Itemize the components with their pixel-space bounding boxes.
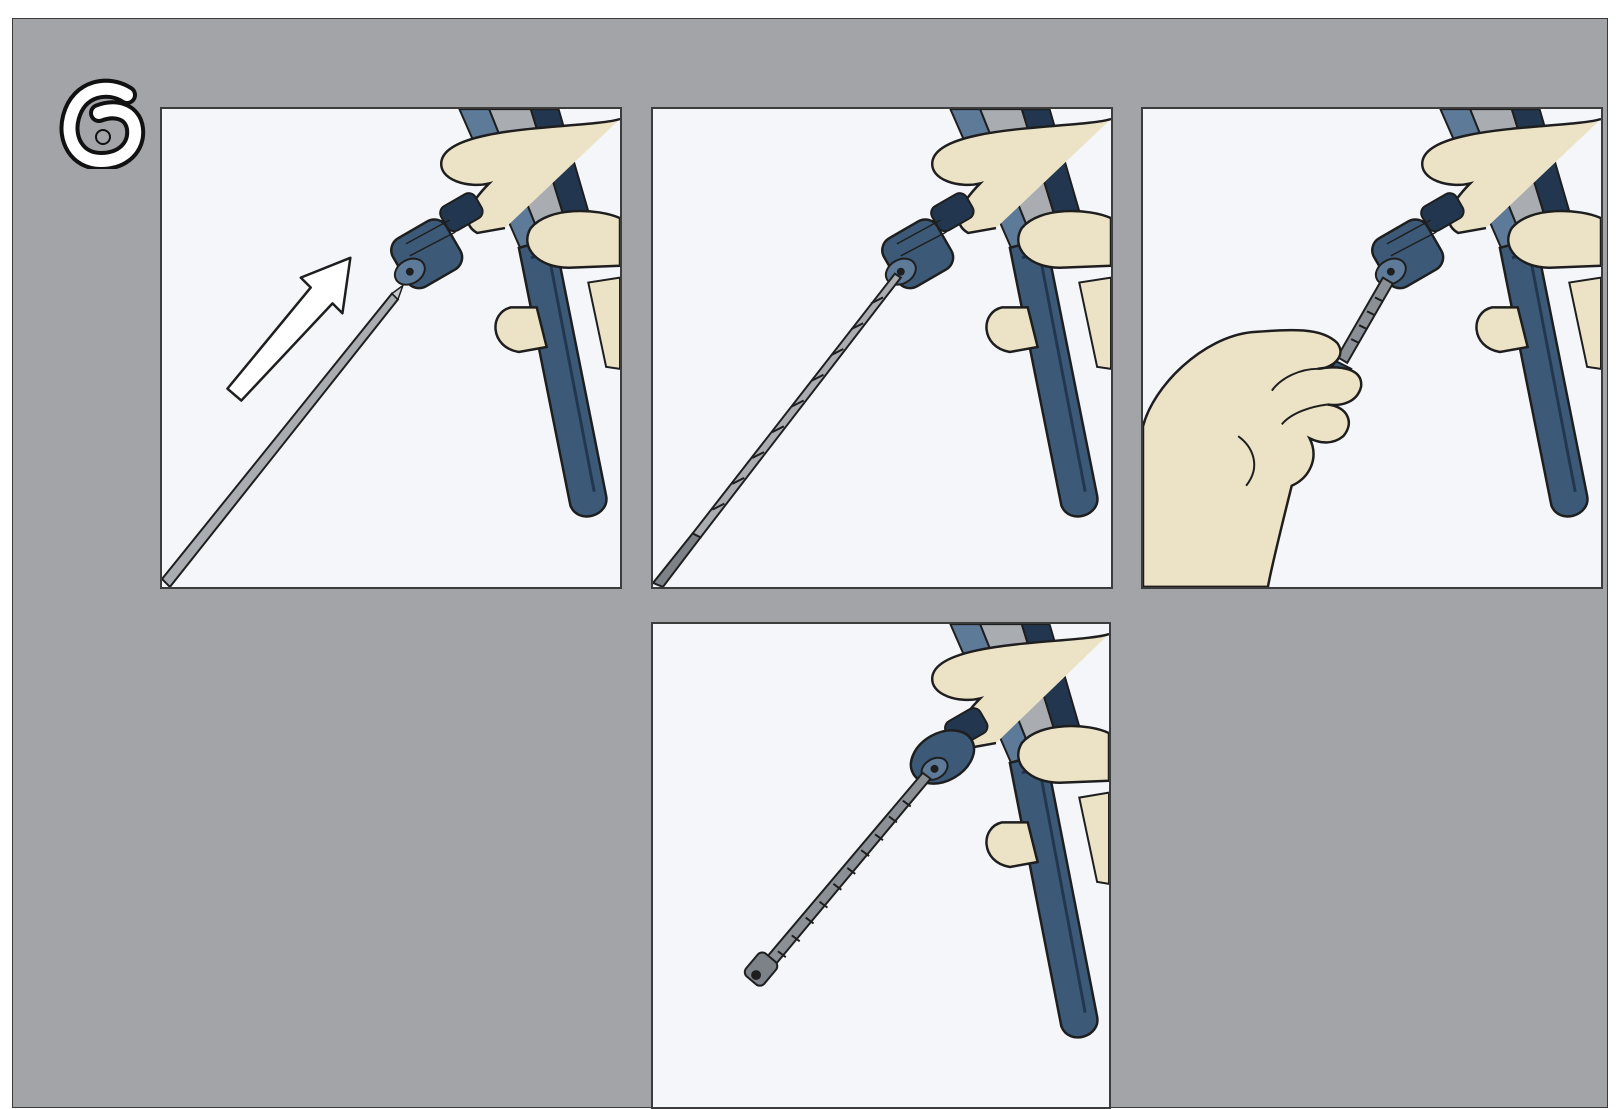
drill-bit-icon — [653, 274, 901, 587]
step-number-badge: 6 — [57, 77, 149, 169]
hand-holding-instrument — [932, 119, 1111, 369]
panel-tapping — [1141, 107, 1603, 589]
hand-holding-instrument — [441, 119, 620, 369]
panel-screw-insertion — [651, 622, 1111, 1109]
operator-hand — [1143, 330, 1361, 587]
panel-wire-insertion — [160, 107, 622, 589]
drill-guide-sleeve — [386, 190, 485, 293]
instruction-sheet: 6 — [12, 18, 1608, 1108]
hand-holding-instrument — [1422, 119, 1601, 369]
step-six-icon — [57, 77, 149, 169]
panel-drilling — [651, 107, 1113, 589]
bone-screw-icon — [742, 773, 930, 988]
